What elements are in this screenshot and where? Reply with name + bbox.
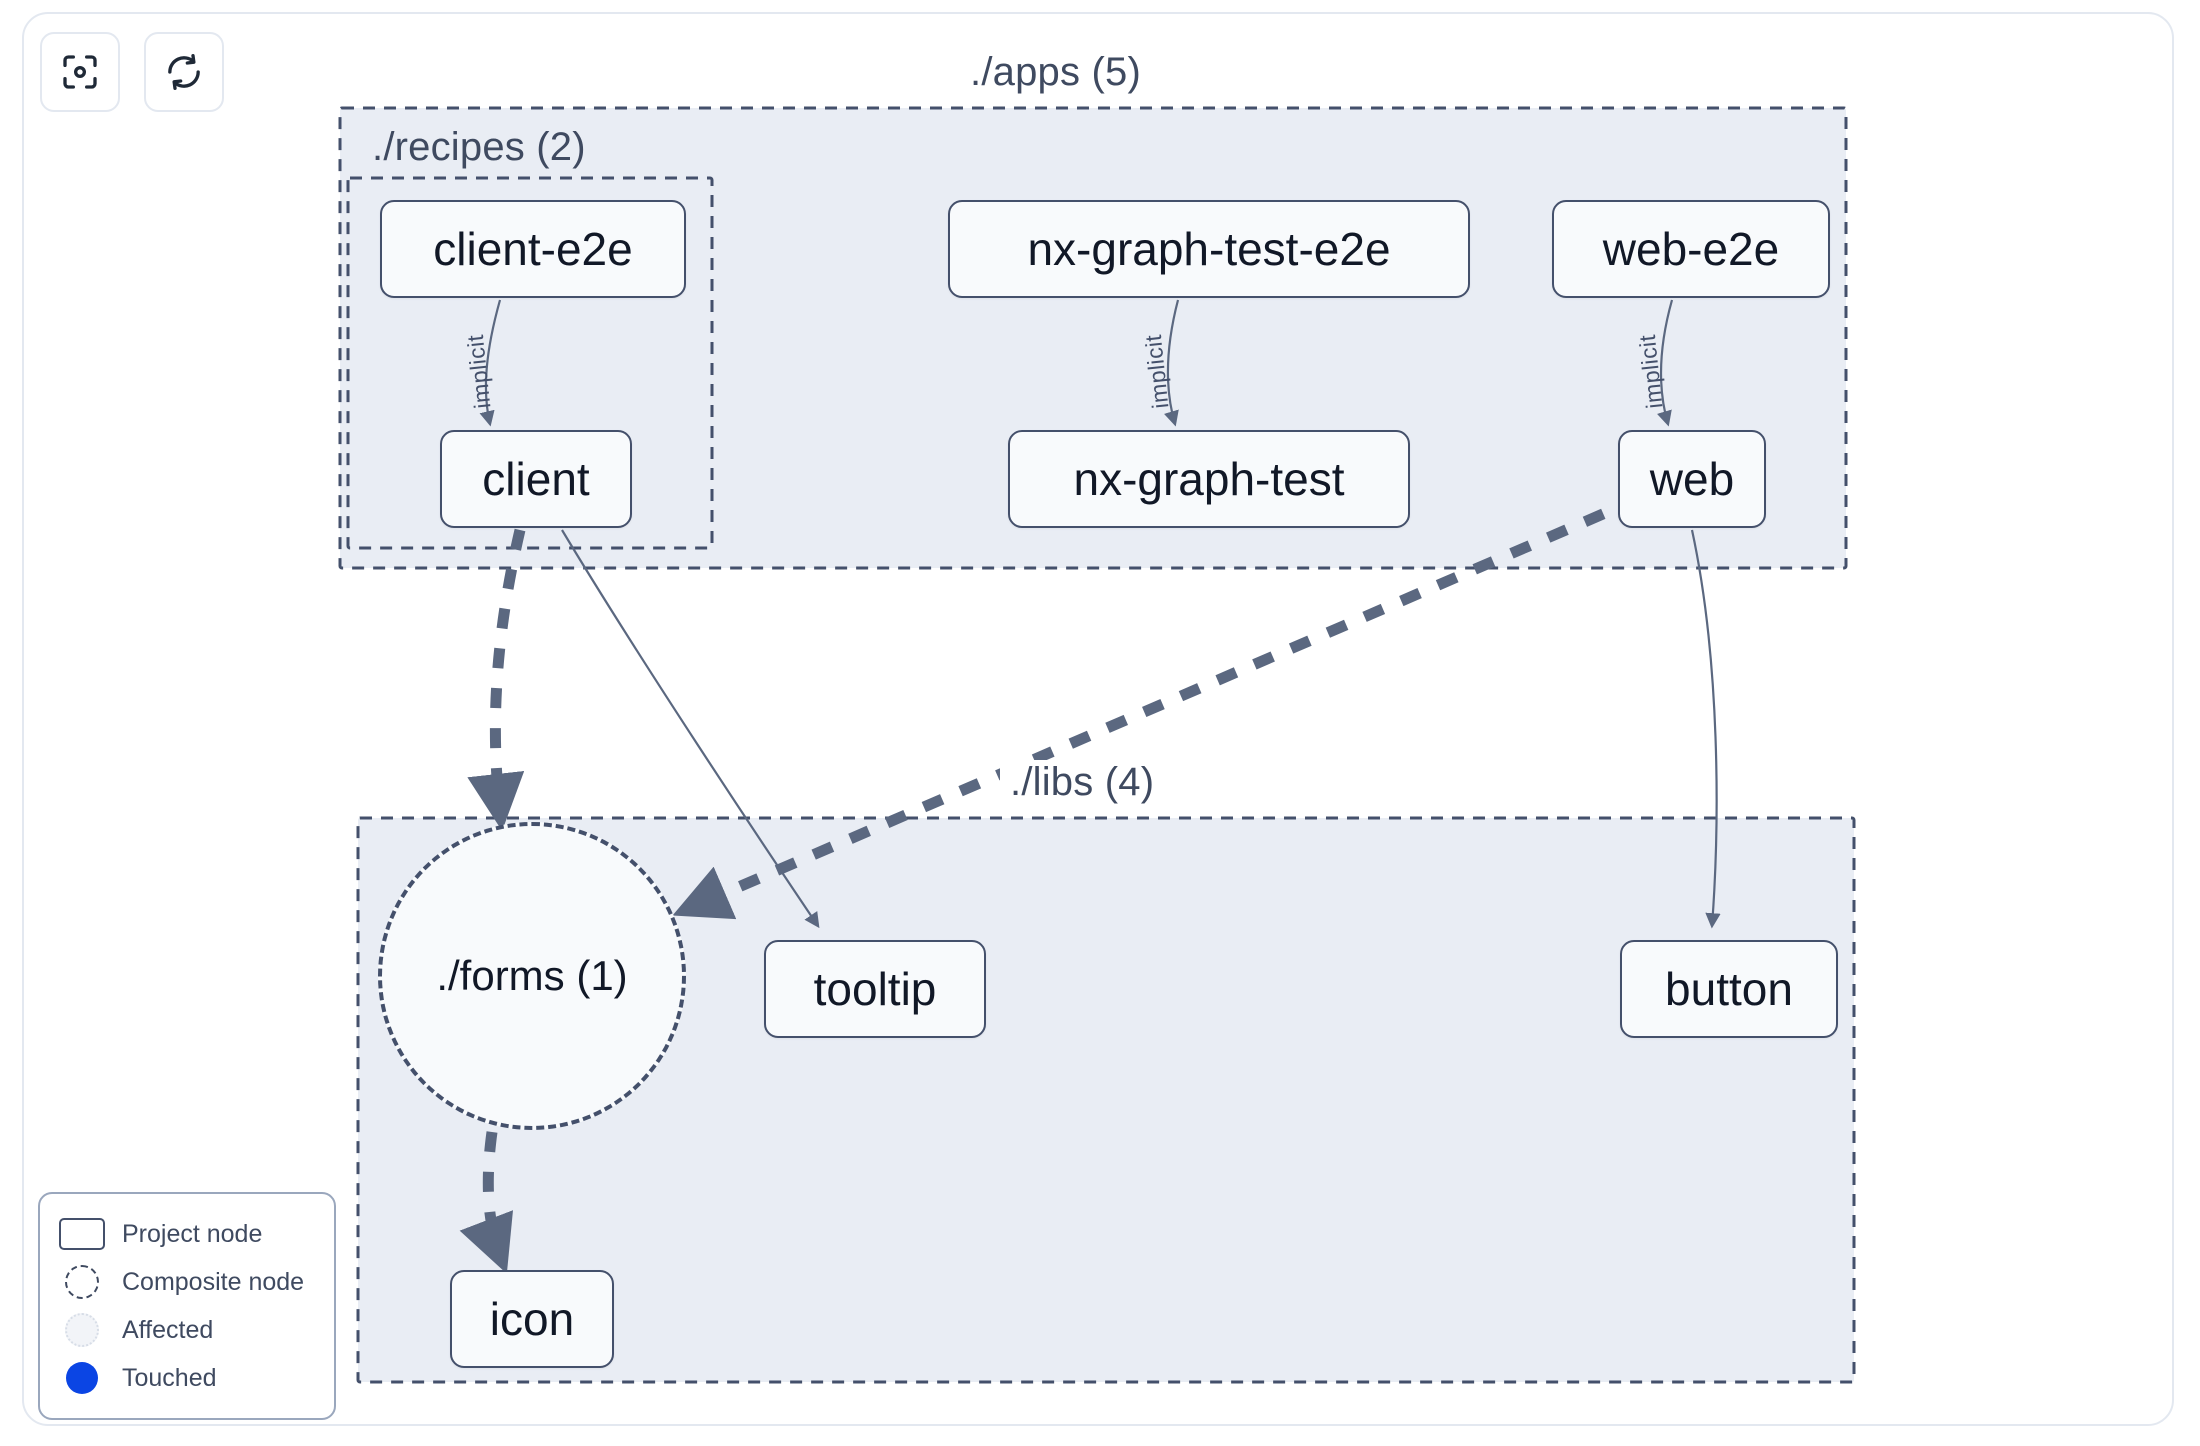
node-label: client-e2e	[433, 223, 633, 275]
node-web[interactable]: web	[1618, 430, 1766, 528]
node-label: web	[1649, 453, 1735, 505]
refresh-icon	[164, 52, 204, 92]
node-label: button	[1665, 963, 1793, 1015]
legend-item-composite: Composite node	[58, 1258, 316, 1306]
node-label: tooltip	[813, 963, 937, 1015]
refresh-graph-button[interactable]	[144, 32, 224, 112]
node-nx-graph-test[interactable]: nx-graph-test	[1008, 430, 1410, 528]
edge-client-e2e-to-client	[479, 299, 502, 427]
legend-label: Project node	[122, 1219, 263, 1248]
group-libs[interactable]	[356, 816, 1856, 1384]
focus-icon	[60, 52, 100, 92]
affected-node-swatch-icon	[58, 1312, 106, 1348]
node-client[interactable]: client	[440, 430, 632, 528]
node-tooltip[interactable]: tooltip	[764, 940, 986, 1038]
edge-forms-to-icon	[459, 1131, 514, 1274]
node-web-e2e[interactable]: web-e2e	[1552, 200, 1830, 298]
edge-client-to-forms	[467, 528, 526, 831]
composite-node-swatch-icon	[58, 1264, 106, 1300]
node-label: icon	[489, 1293, 575, 1345]
legend-item-touched: Touched	[58, 1354, 316, 1402]
group-label-recipes[interactable]: ./recipes (2)	[372, 125, 586, 169]
legend-label: Composite node	[122, 1267, 305, 1296]
group-label-libs[interactable]: ./libs (4)	[1000, 760, 1165, 805]
edge-web-to-forms	[672, 492, 1643, 920]
graph-legend: Project node Composite node Affected Tou…	[38, 1192, 336, 1420]
node-forms-composite[interactable]: ./forms (1)	[378, 822, 686, 1130]
composite-node-label: ./forms (1)	[436, 952, 628, 999]
legend-item-affected: Affected	[58, 1306, 316, 1354]
node-icon[interactable]: icon	[450, 1270, 614, 1368]
legend-label: Touched	[122, 1363, 217, 1392]
node-client-e2e[interactable]: client-e2e	[380, 200, 686, 298]
node-button[interactable]: button	[1620, 940, 1838, 1038]
node-label: nx-graph-test	[1073, 453, 1345, 505]
legend-label: Affected	[122, 1315, 214, 1344]
group-label-apps[interactable]: ./apps (5)	[960, 50, 1151, 95]
focus-graph-button[interactable]	[40, 32, 120, 112]
graph-toolbar	[40, 32, 224, 112]
edge-web-to-button	[1690, 529, 1721, 929]
node-label: nx-graph-test-e2e	[1027, 223, 1391, 275]
project-node-swatch-icon	[58, 1216, 106, 1252]
node-nx-graph-test-e2e[interactable]: nx-graph-test-e2e	[948, 200, 1470, 298]
touched-node-swatch-icon	[58, 1360, 106, 1396]
node-label: web-e2e	[1602, 223, 1780, 275]
legend-item-project: Project node	[58, 1210, 316, 1258]
node-label: client	[482, 453, 590, 505]
edge-nxge2e-to-nxg	[1163, 299, 1180, 427]
edge-web-e2e-to-web	[1656, 299, 1674, 427]
edge-client-to-tooltip	[561, 529, 820, 929]
